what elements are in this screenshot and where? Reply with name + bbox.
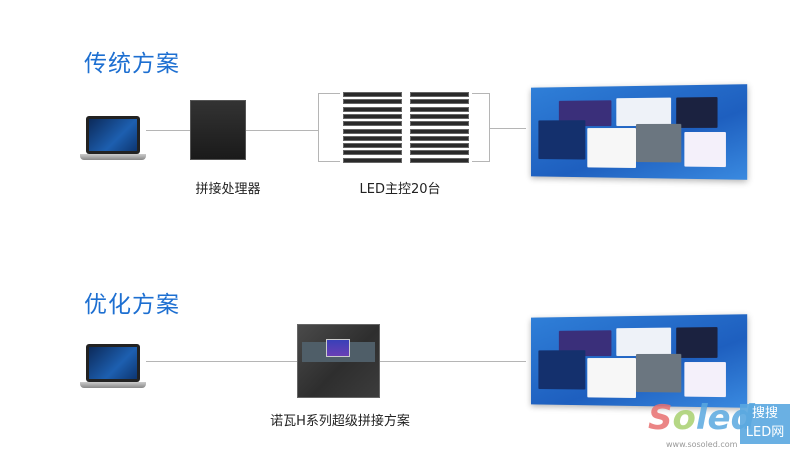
connection-line [146, 361, 298, 362]
watermark-badge-top: 搜搜 [740, 404, 790, 423]
led-controller-unit [410, 99, 469, 104]
led-controller-unit [410, 136, 469, 141]
connection-line [380, 361, 526, 362]
led-controller-unit [343, 92, 402, 97]
led-controller-unit [343, 99, 402, 104]
led-controller-unit [343, 114, 402, 119]
connection-line [246, 130, 318, 131]
led-controller-unit [410, 92, 469, 97]
led-controller-unit [343, 150, 402, 155]
led-controller-unit [343, 107, 402, 112]
led-video-wall-image [531, 314, 747, 408]
controller-label: LED主控20台 [345, 178, 455, 197]
led-controller-unit [410, 107, 469, 112]
led-controller-unit [343, 121, 402, 126]
led-video-wall-image [531, 84, 747, 180]
led-controller-unit [410, 143, 469, 148]
led-controller-unit [343, 136, 402, 141]
right-bracket [472, 93, 490, 162]
led-controller-unit [410, 150, 469, 155]
connection-line [146, 130, 190, 131]
processor-label: 拼接处理器 [178, 178, 278, 197]
led-controller-unit [410, 158, 469, 163]
led-controller-unit [410, 114, 469, 119]
solution-label: 诺瓦H系列超级拼接方案 [260, 410, 420, 429]
laptop-icon [80, 116, 146, 162]
splicing-processor-image [190, 100, 246, 160]
led-controller-unit [410, 129, 469, 134]
sosoled-watermark-logo: Soled 搜搜LED网 www.sosoled.com [648, 398, 798, 458]
traditional-title: 传统方案 [84, 44, 180, 78]
left-bracket [318, 93, 340, 162]
watermark-badge-bottom: LED网 [740, 423, 790, 442]
connection-line [490, 128, 526, 129]
led-controller-unit [343, 129, 402, 134]
optimized-title: 优化方案 [84, 285, 180, 319]
laptop-icon [80, 344, 146, 390]
nova-h-series-device-image [297, 324, 380, 398]
led-controller-unit [410, 121, 469, 126]
led-controller-unit [343, 158, 402, 163]
watermark-site: www.sosoled.com [666, 440, 737, 449]
led-controller-unit [343, 143, 402, 148]
